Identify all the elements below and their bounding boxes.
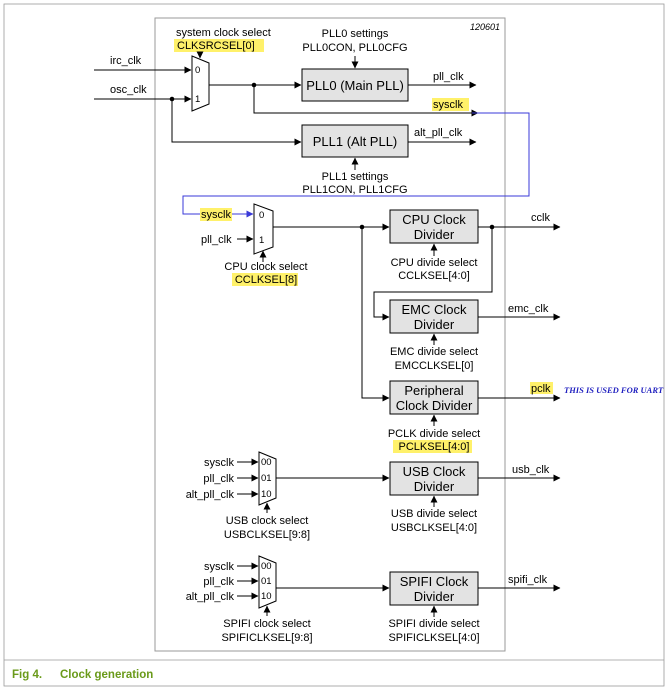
usb-alt-pll-clk-label: alt_pll_clk [186,489,235,501]
emc-clk-label: emc_clk [508,303,549,315]
alt-pll-clk-out-label: alt_pll_clk [414,127,463,139]
usb-clk-label: usb_clk [512,464,550,476]
spifi-clock-mux [258,555,277,609]
spifi-divider-line2: Divider [414,589,455,604]
pclk-highlight [530,382,553,394]
pclk-label: pclk [531,383,551,395]
pll0-block [301,68,409,102]
spifi-mux-in01: 01 [261,576,272,587]
sysclk-out-label: sysclk [433,99,463,111]
clksrcsel-reg: CLKSRCSEL[0] [177,40,255,52]
spifi-clock-select-label: SPIFI clock select [223,618,310,630]
usb-mux-in00: 00 [261,457,272,468]
uart-note: THIS IS USED FOR UART [564,385,664,395]
cpu-divide-select-label: CPU divide select [391,257,478,269]
emc-divider-line1: EMC Clock [401,302,467,317]
pll1-label: PLL1 (Alt PLL) [313,134,398,149]
usb-divide-select-label: USB divide select [391,508,477,520]
sysclk-highlight [432,98,469,111]
cpu-divider-line2: Divider [414,227,455,242]
spifi-mux-in10: 10 [261,591,272,602]
cpu-mux-in0: 0 [259,210,264,221]
peripheral-divider-line1: Peripheral [404,383,463,398]
spifi-alt-pll-clk-label: alt_pll_clk [186,591,235,603]
sysclk-annotation-line [182,112,530,218]
usb-divide-select-reg: USBCLKSEL[4:0] [391,522,477,534]
figure-number: Fig 4. [12,669,42,681]
usb-mux-in01: 01 [261,473,272,484]
spifi-divide-select-reg: SPIFICLKSEL[4:0] [388,632,479,644]
spifi-mux-in00: 00 [261,561,272,572]
spifi-pll-clk-label: pll_clk [203,576,234,588]
cpu-divide-select-reg: CCLKSEL[4:0] [398,270,470,282]
system-clock-select-label: system clock select [176,27,271,39]
sys-mux-in1: 1 [195,94,200,105]
usb-divider-line2: Divider [414,479,455,494]
figure-id: 120601 [470,22,500,32]
peripheral-divider-line2: Clock Divider [396,398,473,413]
spifi-clk-label: spifi_clk [508,574,548,586]
spifi-divider-block [389,571,479,606]
cpu-clock-select-reg: CCLKSEL[8] [235,274,297,286]
usb-pll-clk-label: pll_clk [203,473,234,485]
emc-divider-block [389,299,479,334]
spifi-sysclk-label: sysclk [204,561,234,573]
pll1-settings-title: PLL1 settings [322,171,389,183]
spifi-clock-select-reg: SPIFICLKSEL[9:8] [221,632,312,644]
pclksel-highlight [393,440,472,453]
clock-block-border [154,17,506,652]
usb-divider-block [389,461,479,496]
figure-title: Clock generation [60,669,153,681]
sysclk-bypass-wire [253,85,479,117]
clksrcsel-highlight [174,39,264,52]
usb-mux-in10: 10 [261,489,272,500]
cpu-clock-select-label: CPU clock select [224,261,307,273]
system-clock-mux [191,55,210,112]
osc-to-pll1-wire [171,99,302,146]
pll0-settings-regs: PLL0CON, PLL0CFG [302,42,407,54]
sys-mux-in0: 0 [195,65,200,76]
usb-sysclk-label: sysclk [204,457,234,469]
pll1-block [301,124,409,158]
cclk-label: cclk [531,212,550,224]
usb-clock-mux [258,451,277,506]
emc-divider-line2: Divider [414,317,455,332]
emc-divide-select-reg: EMCCLKSEL[0] [395,360,474,372]
cclk-to-emc-wire [373,227,493,321]
pll0-settings-title: PLL0 settings [322,28,389,40]
cpu-mux-in1: 1 [259,235,264,246]
pll1-settings-regs: PLL1CON, PLL1CFG [302,184,407,196]
osc-clk-label: osc_clk [110,84,147,96]
usb-clock-select-label: USB clock select [226,515,309,527]
usb-clock-select-reg: USBCLKSEL[9:8] [224,529,310,541]
pclk-divide-select-label: PCLK divide select [388,428,480,440]
cpu-divider-line1: CPU Clock [402,212,466,227]
usb-divider-line1: USB Clock [403,464,466,479]
cpu-sysclk-label: sysclk [201,209,231,221]
cclksel8-highlight [232,273,298,286]
spifi-divide-select-label: SPIFI divide select [388,618,479,630]
irc-clk-label: irc_clk [110,55,142,67]
cpu-clock-mux [253,203,274,255]
pll0-label: PLL0 (Main PLL) [306,78,404,93]
figure-frame [3,3,665,687]
cpu-pll-clk-label: pll_clk [201,234,232,246]
pll-clk-out-label: pll_clk [433,71,464,83]
cpu-sysclk-highlight [200,208,232,221]
emc-divide-select-label: EMC divide select [390,346,478,358]
cpu-divider-block [389,209,479,244]
to-peripheral-wire [361,227,390,402]
pclk-divide-select-reg: PCLKSEL[4:0] [399,441,470,453]
peripheral-divider-block [389,380,479,415]
spifi-divider-line1: SPIFI Clock [400,574,469,589]
